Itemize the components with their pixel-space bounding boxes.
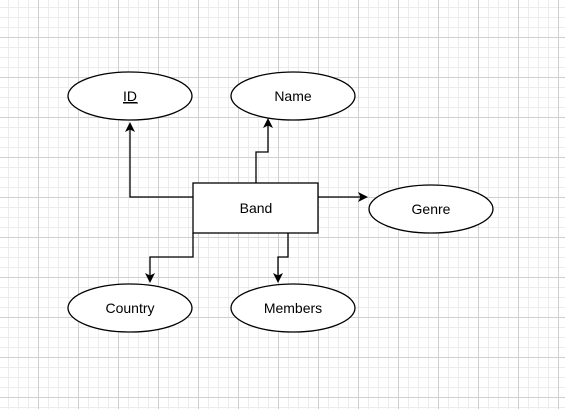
attribute-members[interactable]: Members (230, 283, 356, 333)
attribute-label-key: ID (123, 88, 137, 104)
attribute-label: Name (274, 88, 312, 104)
attribute-label: Genre (412, 201, 451, 217)
connectors (125, 118, 368, 283)
attribute-ellipse[interactable] (230, 283, 356, 333)
attribute-id[interactable]: ID (67, 71, 193, 121)
attribute-genre[interactable]: Genre (368, 184, 494, 234)
attribute-label: Members (264, 300, 322, 316)
attribute-label: Country (105, 300, 154, 316)
connector-band-members[interactable] (273, 233, 289, 283)
entity-band[interactable]: Band (192, 182, 319, 234)
attribute-name[interactable]: Name (230, 71, 356, 121)
connector-band-name[interactable] (255, 118, 273, 183)
attribute-ellipse[interactable] (67, 71, 193, 121)
entity-label: Band (240, 200, 273, 216)
attribute-ellipse[interactable] (67, 283, 193, 333)
attribute-country[interactable]: Country (67, 283, 193, 333)
entity-box[interactable] (192, 182, 319, 234)
connector-band-id[interactable] (125, 122, 193, 198)
connector-band-country[interactable] (145, 233, 194, 283)
attribute-ellipse[interactable] (230, 71, 356, 121)
attribute-ellipse[interactable] (368, 184, 494, 234)
